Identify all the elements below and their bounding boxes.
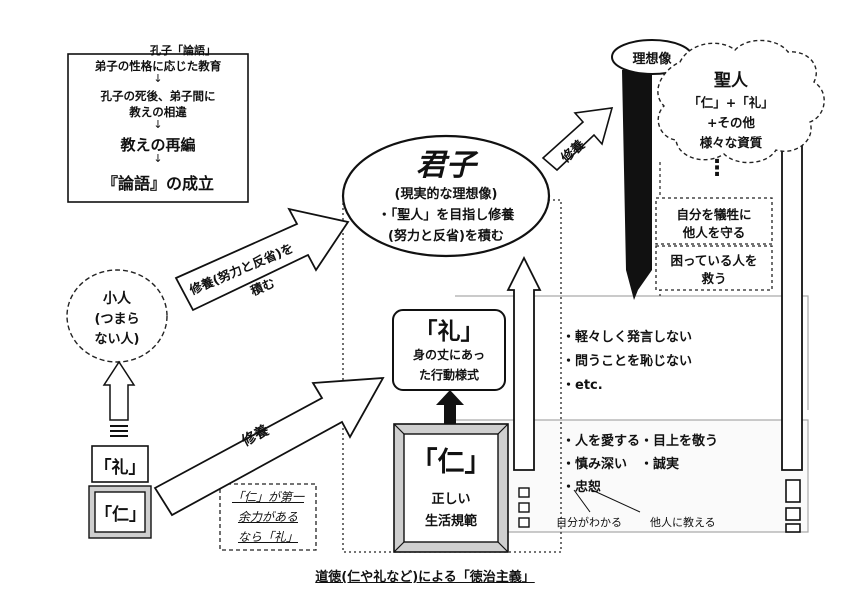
sacrifice-box <box>655 197 773 245</box>
jin-point-2: ・慎み深い ・誠実 <box>562 457 680 472</box>
left-rei-label: 「礼」 <box>94 458 146 478</box>
note-line-2: 余力がある <box>237 510 298 524</box>
footer-caption: 道徳(仁や礼など)による「徳治主義」 <box>315 570 535 585</box>
jin-note-right: 他人に教える <box>650 516 716 529</box>
rei-line-1: 身の丈にあっ <box>412 348 485 362</box>
sacrifice-line-2: 他人を守る <box>682 225 746 240</box>
left-rei-box <box>91 445 149 483</box>
source-arrow-1: ↓ <box>153 72 163 85</box>
ideal-pillar <box>622 70 652 300</box>
source-step-4: 『論語』の成立 <box>101 174 214 193</box>
source-step-1: 弟子の性格に応じた教育 <box>94 59 222 73</box>
kunshi-line-1: (現実的な理想像) <box>394 187 498 202</box>
help-line-1: 困っている人を <box>670 253 758 268</box>
jin-to-rei-arrow <box>436 390 464 428</box>
source-arrow-2: ↓ <box>153 118 163 131</box>
left-jin-label: 「仁」 <box>95 505 146 525</box>
note-line-1: 「仁」が第一 <box>231 490 304 504</box>
shoujin-circle <box>66 269 168 363</box>
source-box <box>67 53 249 203</box>
source-step-3: 教えの再編 <box>120 136 196 154</box>
help-box <box>655 245 773 291</box>
rei-title: 「礼」 <box>414 319 484 345</box>
chuujo-branch <box>573 489 641 513</box>
left-jin-box <box>94 491 146 533</box>
kunshi-ellipse <box>341 134 551 258</box>
jin-title: 「仁」 <box>410 447 492 478</box>
seijin-line-2: +その他 <box>707 115 755 130</box>
rei-point-2: ・問うことを恥じない <box>562 354 693 369</box>
shoujin-arrow <box>102 360 136 421</box>
lower-shugyo-arrow <box>153 376 385 517</box>
jin-point-1: ・人を愛する・目上を敬う <box>562 434 719 449</box>
jin-box-inner <box>403 433 499 543</box>
rei-box <box>392 309 506 391</box>
source-step-2a: 孔子の死後、弟子間に <box>100 89 216 103</box>
shoujin-line-2: (つまら <box>94 312 140 327</box>
rei-point-3: ・etc. <box>562 378 603 393</box>
jin-line-2: 生活規範 <box>424 514 477 529</box>
jin-point-3: ・忠恕 <box>562 480 602 495</box>
seijin-title: 聖人 <box>714 71 748 91</box>
top-shugyo-arrow <box>541 107 614 172</box>
note-line-3: なら「礼」 <box>237 530 298 544</box>
jin-line-1: 正しい <box>431 492 471 507</box>
note-box <box>219 483 317 551</box>
seijin-line-3: 様々な資質 <box>699 135 763 150</box>
shoujin-line-3: ない人) <box>94 332 140 347</box>
jin-to-kunshi-arrow <box>506 255 542 471</box>
kunshi-title: 君子 <box>416 148 476 183</box>
rei-point-1: ・軽々しく発言しない <box>562 330 693 345</box>
source-step-2b: 教えの相違 <box>129 105 187 119</box>
kunshi-line-2: ・「聖人」を目指し修養 <box>377 208 515 223</box>
seijin-cloud <box>657 39 825 164</box>
background-step-upper <box>455 295 809 410</box>
jin-note-left: 自分がわかる <box>556 516 622 529</box>
kunshi-line-3: (努力と反省)を積む <box>388 229 504 244</box>
rei-line-2: た行動様式 <box>418 368 479 382</box>
shoujin-line-1: 小人 <box>103 291 131 307</box>
ideal-label: 理想像 <box>632 52 672 67</box>
help-line-2: 救う <box>701 271 727 286</box>
source-arrow-3: ↓ <box>153 152 163 165</box>
seijin-line-1: 「仁」+「礼」 <box>688 95 774 110</box>
source-header: 孔子「論語」 <box>150 44 216 57</box>
sacrifice-line-1: 自分を犠牲に <box>676 207 752 222</box>
seijin-dots: ⋮ <box>706 156 728 181</box>
upper-shugyo-arrow <box>174 207 350 312</box>
